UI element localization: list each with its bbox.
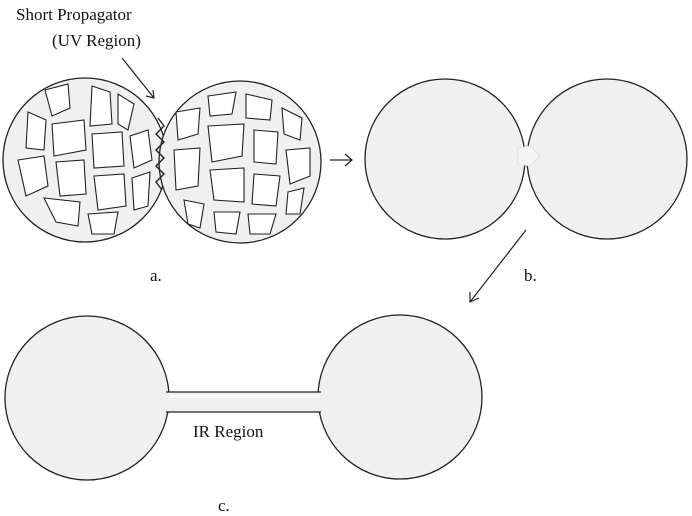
- panel-a-left-holes: [17, 83, 153, 235]
- panel-b-left-sphere: [364, 78, 526, 240]
- arrow-a-to-b: [330, 153, 353, 167]
- uv-region-label: (UV Region): [52, 31, 141, 50]
- panel-c-left-sphere: [4, 315, 170, 481]
- panel-b-right-sphere: [526, 78, 688, 240]
- panel-b-label: b.: [524, 266, 537, 285]
- panel-a-right-holes: [173, 91, 311, 235]
- panel-c-label: c.: [218, 496, 230, 515]
- panel-c-figure: [4, 314, 483, 481]
- panel-a-figure: [2, 77, 322, 244]
- short-propagator-label: Short Propagator: [16, 5, 132, 24]
- panel-c-right-sphere: [317, 314, 483, 480]
- panel-b-contact-patch: [517, 145, 541, 167]
- ir-region-label: IR Region: [193, 422, 264, 441]
- panel-a-label: a.: [150, 266, 162, 285]
- short-propagator-zigzag: [155, 117, 165, 191]
- uv-pointer-arrow: [121, 57, 155, 99]
- panel-b-figure: [364, 78, 688, 240]
- arrow-b-to-c: [469, 229, 527, 303]
